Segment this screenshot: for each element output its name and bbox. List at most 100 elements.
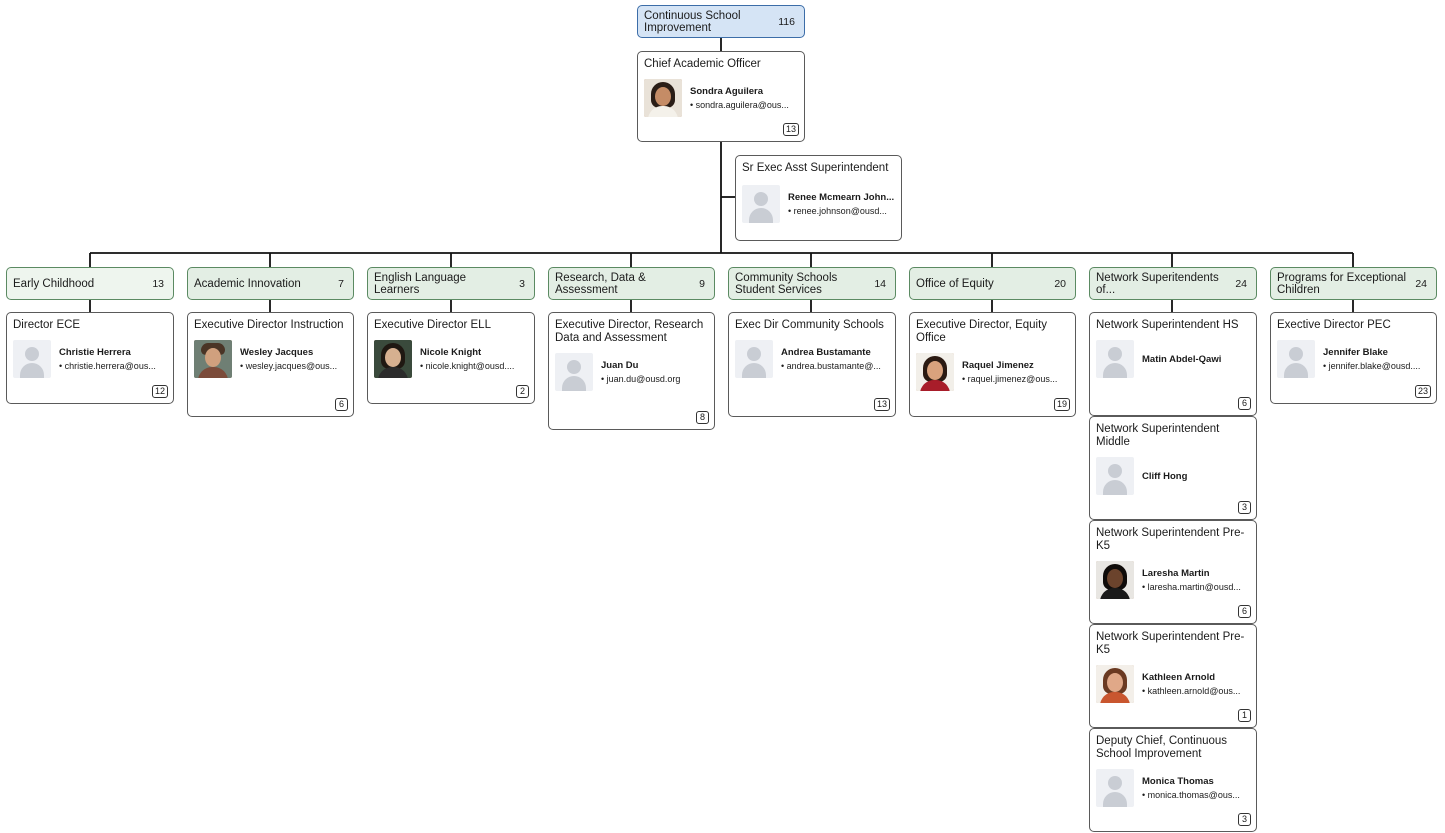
photo-woman-dark-hair	[916, 353, 954, 391]
person-name: Matin Abdel-Qawi	[1142, 353, 1222, 365]
position-title: Executive Director ELL	[374, 319, 491, 331]
dept-name: Programs for Exceptional Children	[1277, 271, 1407, 296]
network-superintendent-prek5-card-2[interactable]: Network Superintendent Pre-K5 Kathleen A…	[1089, 624, 1257, 728]
reports-count-badge[interactable]: 6	[335, 398, 348, 411]
person-email[interactable]: • renee.johnson@ousd...	[788, 206, 887, 216]
dept-english-language-learners[interactable]: English Language Learners 3	[367, 267, 535, 300]
placeholder-person-icon	[1277, 340, 1315, 378]
reports-count-badge[interactable]: 8	[696, 411, 709, 424]
person-name: Christie Herrera	[59, 347, 131, 358]
chief-card[interactable]: Chief Academic Officer Sondra Aguilera •…	[637, 51, 805, 142]
exec-dir-community-schools-card[interactable]: Exec Dir Community Schools Andrea Bustam…	[728, 312, 896, 417]
person-name: Cliff Hong	[1142, 470, 1188, 482]
person-email[interactable]: • kathleen.arnold@ous...	[1142, 686, 1241, 696]
exec-director-pec-card[interactable]: Exective Director PEC Jennifer Blake • j…	[1270, 312, 1437, 404]
person-email[interactable]: • sondra.aguilera@ous...	[690, 100, 789, 110]
reports-count-badge[interactable]: 12	[151, 385, 168, 398]
reports-count-badge[interactable]: 3	[1238, 813, 1251, 826]
dept-count: 7	[338, 277, 344, 290]
person-email[interactable]: • wesley.jacques@ous...	[240, 361, 338, 371]
reports-count-badge[interactable]: 13	[873, 398, 890, 411]
dept-count: 3	[519, 277, 525, 290]
reports-count-badge[interactable]: 19	[1053, 398, 1070, 411]
position-title: Network Superintendent Pre-K5	[1096, 631, 1245, 656]
dept-count: 9	[699, 277, 705, 290]
exec-director-equity-card[interactable]: Executive Director, Equity Office Raquel…	[909, 312, 1076, 417]
photo-woman-brown-hair	[1096, 665, 1134, 703]
root-unit-box[interactable]: Continuous School Improvement 116	[637, 5, 805, 38]
dept-count: 24	[1415, 277, 1427, 290]
deputy-chief-card[interactable]: Deputy Chief, Continuous School Improvem…	[1089, 728, 1257, 832]
director-ece-card[interactable]: Director ECE Christie Herrera • christie…	[6, 312, 174, 404]
network-superintendent-prek5-card[interactable]: Network Superintendent Pre-K5 Laresha Ma…	[1089, 520, 1257, 624]
placeholder-person-icon	[13, 340, 51, 378]
position-title: Chief Academic Officer	[644, 58, 761, 70]
placeholder-person-icon	[555, 353, 593, 391]
placeholder-person-icon	[742, 185, 780, 223]
dept-programs-exceptional-children[interactable]: Programs for Exceptional Children 24	[1270, 267, 1437, 300]
dept-name: Office of Equity	[916, 277, 994, 290]
person-email[interactable]: • laresha.martin@ousd...	[1142, 582, 1241, 592]
person-name: Kathleen Arnold	[1142, 672, 1216, 683]
dept-count: 20	[1054, 277, 1066, 290]
person-name: Andrea Bustamante	[781, 347, 871, 358]
dept-name: Network Superitendents of...	[1096, 271, 1219, 296]
reports-count-badge[interactable]: 1	[1238, 709, 1251, 722]
root-unit-name: Continuous School Improvement	[644, 9, 741, 34]
person-name: Juan Du	[601, 360, 639, 371]
dept-name: Community Schools Student Services	[735, 271, 838, 296]
dept-count: 13	[152, 277, 164, 290]
exec-director-instruction-card[interactable]: Executive Director Instruction Wesley Ja…	[187, 312, 354, 417]
dept-name: Academic Innovation	[194, 277, 301, 290]
person-email[interactable]: • raquel.jimenez@ous...	[962, 374, 1058, 384]
reports-count-badge[interactable]: 23	[1414, 385, 1431, 398]
position-title: Network Superintendent Middle	[1096, 423, 1220, 448]
person-name: Nicole Knight	[420, 347, 482, 358]
dept-office-of-equity[interactable]: Office of Equity 20	[909, 267, 1076, 300]
dept-name: Early Childhood	[13, 277, 95, 290]
dept-count: 14	[874, 277, 886, 290]
position-title: Executive Director Instruction	[194, 319, 344, 331]
person-email[interactable]: • andrea.bustamante@...	[781, 361, 881, 371]
dept-network-superintendents[interactable]: Network Superitendents of... 24	[1089, 267, 1257, 300]
dept-count: 24	[1235, 277, 1247, 290]
photo-woman-curly-hair	[374, 340, 412, 378]
reports-count-badge[interactable]: 3	[1238, 501, 1251, 514]
placeholder-person-icon	[735, 340, 773, 378]
reports-count-badge[interactable]: 2	[516, 385, 529, 398]
position-title: Deputy Chief, Continuous School Improvem…	[1096, 735, 1228, 760]
root-unit-count: 116	[778, 15, 795, 28]
network-superintendent-middle-card[interactable]: Network Superintendent Middle Cliff Hong…	[1089, 416, 1257, 520]
placeholder-person-icon	[1096, 457, 1134, 495]
person-email[interactable]: • monica.thomas@ous...	[1142, 790, 1240, 800]
reports-count-badge[interactable]: 6	[1238, 397, 1251, 410]
position-title: Exective Director PEC	[1277, 319, 1391, 331]
exec-director-ell-card[interactable]: Executive Director ELL Nicole Knight • n…	[367, 312, 535, 404]
person-email[interactable]: • christie.herrera@ous...	[59, 361, 156, 371]
person-email[interactable]: • nicole.knight@ousd....	[420, 361, 515, 371]
placeholder-person-icon	[1096, 769, 1134, 807]
person-name: Laresha Martin	[1142, 568, 1210, 579]
dept-name: Research, Data & Assessment	[555, 271, 646, 296]
dept-academic-innovation[interactable]: Academic Innovation 7	[187, 267, 354, 300]
photo-woman-dark-hair	[644, 79, 682, 117]
position-title: Executive Director, Equity Office	[916, 319, 1048, 344]
person-email[interactable]: • juan.du@ousd.org	[601, 374, 681, 384]
dept-community-schools[interactable]: Community Schools Student Services 14	[728, 267, 896, 300]
network-superintendent-hs-card[interactable]: Network Superintendent HS Matin Abdel-Qa…	[1089, 312, 1257, 416]
exec-director-research-card[interactable]: Executive Director, Research Data and As…	[548, 312, 715, 430]
assistant-card[interactable]: Sr Exec Asst Superintendent Renee Mcmear…	[735, 155, 902, 241]
dept-early-childhood[interactable]: Early Childhood 13	[6, 267, 174, 300]
person-name: Raquel Jimenez	[962, 360, 1034, 371]
position-title: Sr Exec Asst Superintendent	[742, 162, 889, 174]
person-name: Jennifer Blake	[1323, 347, 1388, 358]
position-title: Network Superintendent Pre-K5	[1096, 527, 1245, 552]
person-email[interactable]: • jennifer.blake@ousd....	[1323, 361, 1421, 371]
person-name: Wesley Jacques	[240, 347, 314, 358]
reports-count-badge[interactable]: 6	[1238, 605, 1251, 618]
dept-research-data-assessment[interactable]: Research, Data & Assessment 9	[548, 267, 715, 300]
reports-count-badge[interactable]: 13	[782, 123, 799, 136]
dept-name: English Language Learners	[374, 271, 467, 296]
